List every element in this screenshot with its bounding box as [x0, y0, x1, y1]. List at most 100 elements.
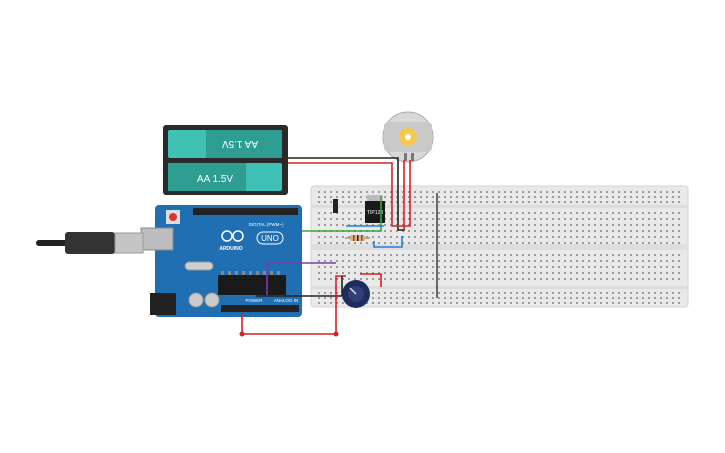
breadboard-hole[interactable]: [660, 230, 662, 232]
breadboard-hole[interactable]: [330, 272, 332, 274]
breadboard-hole[interactable]: [324, 236, 326, 238]
breadboard-hole[interactable]: [642, 218, 644, 220]
breadboard-hole[interactable]: [666, 196, 668, 198]
breadboard-hole[interactable]: [492, 212, 494, 214]
breadboard-hole[interactable]: [630, 254, 632, 256]
breadboard-hole[interactable]: [378, 191, 380, 193]
breadboard-hole[interactable]: [552, 272, 554, 274]
breadboard-hole[interactable]: [630, 191, 632, 193]
breadboard-hole[interactable]: [534, 236, 536, 238]
breadboard-hole[interactable]: [426, 292, 428, 294]
breadboard-hole[interactable]: [642, 196, 644, 198]
breadboard-hole[interactable]: [432, 297, 434, 299]
breadboard-hole[interactable]: [558, 302, 560, 304]
breadboard-hole[interactable]: [618, 272, 620, 274]
breadboard-hole[interactable]: [336, 272, 338, 274]
breadboard-hole[interactable]: [618, 230, 620, 232]
breadboard-hole[interactable]: [636, 272, 638, 274]
breadboard-hole[interactable]: [390, 292, 392, 294]
breadboard-hole[interactable]: [678, 297, 680, 299]
breadboard-hole[interactable]: [354, 260, 356, 262]
breadboard-hole[interactable]: [660, 196, 662, 198]
breadboard-hole[interactable]: [480, 201, 482, 203]
breadboard-hole[interactable]: [396, 191, 398, 193]
breadboard-hole[interactable]: [666, 260, 668, 262]
breadboard-hole[interactable]: [504, 254, 506, 256]
breadboard-hole[interactable]: [336, 266, 338, 268]
breadboard-hole[interactable]: [450, 191, 452, 193]
breadboard-hole[interactable]: [372, 292, 374, 294]
breadboard-hole[interactable]: [390, 196, 392, 198]
breadboard-hole[interactable]: [528, 278, 530, 280]
breadboard-hole[interactable]: [474, 224, 476, 226]
breadboard-hole[interactable]: [552, 242, 554, 244]
breadboard-hole[interactable]: [594, 297, 596, 299]
breadboard-hole[interactable]: [426, 196, 428, 198]
breadboard-hole[interactable]: [378, 272, 380, 274]
breadboard-hole[interactable]: [636, 254, 638, 256]
breadboard-hole[interactable]: [576, 201, 578, 203]
breadboard-hole[interactable]: [420, 230, 422, 232]
breadboard-hole[interactable]: [492, 236, 494, 238]
breadboard-hole[interactable]: [636, 297, 638, 299]
breadboard-hole[interactable]: [474, 254, 476, 256]
breadboard-hole[interactable]: [462, 297, 464, 299]
breadboard-hole[interactable]: [654, 191, 656, 193]
breadboard-hole[interactable]: [486, 218, 488, 220]
breadboard-hole[interactable]: [336, 191, 338, 193]
dc-motor-icon[interactable]: [382, 111, 434, 163]
breadboard-hole[interactable]: [606, 196, 608, 198]
breadboard-hole[interactable]: [672, 254, 674, 256]
breadboard-hole[interactable]: [576, 260, 578, 262]
breadboard-hole[interactable]: [462, 201, 464, 203]
breadboard-hole[interactable]: [654, 260, 656, 262]
breadboard-hole[interactable]: [642, 292, 644, 294]
breadboard-hole[interactable]: [630, 218, 632, 220]
breadboard-hole[interactable]: [540, 230, 542, 232]
breadboard-hole[interactable]: [612, 196, 614, 198]
breadboard-hole[interactable]: [666, 218, 668, 220]
breadboard-hole[interactable]: [396, 254, 398, 256]
breadboard-hole[interactable]: [426, 266, 428, 268]
breadboard-hole[interactable]: [348, 266, 350, 268]
breadboard-hole[interactable]: [624, 302, 626, 304]
breadboard-hole[interactable]: [576, 212, 578, 214]
breadboard-hole[interactable]: [444, 212, 446, 214]
breadboard-hole[interactable]: [342, 212, 344, 214]
breadboard-hole[interactable]: [366, 278, 368, 280]
breadboard-hole[interactable]: [474, 230, 476, 232]
breadboard-hole[interactable]: [678, 260, 680, 262]
breadboard-hole[interactable]: [360, 224, 362, 226]
breadboard-hole[interactable]: [660, 212, 662, 214]
breadboard-hole[interactable]: [432, 260, 434, 262]
breadboard-hole[interactable]: [516, 297, 518, 299]
breadboard-hole[interactable]: [540, 302, 542, 304]
breadboard-hole[interactable]: [504, 236, 506, 238]
breadboard-hole[interactable]: [570, 212, 572, 214]
breadboard-hole[interactable]: [330, 266, 332, 268]
breadboard-hole[interactable]: [540, 297, 542, 299]
breadboard-hole[interactable]: [624, 224, 626, 226]
breadboard-hole[interactable]: [432, 224, 434, 226]
breadboard-hole[interactable]: [534, 224, 536, 226]
breadboard-hole[interactable]: [522, 218, 524, 220]
breadboard-hole[interactable]: [528, 218, 530, 220]
breadboard-hole[interactable]: [408, 266, 410, 268]
breadboard-hole[interactable]: [558, 196, 560, 198]
breadboard-hole[interactable]: [450, 260, 452, 262]
breadboard-hole[interactable]: [594, 212, 596, 214]
breadboard-hole[interactable]: [336, 224, 338, 226]
breadboard-hole[interactable]: [546, 236, 548, 238]
breadboard-hole[interactable]: [540, 292, 542, 294]
breadboard-hole[interactable]: [492, 201, 494, 203]
breadboard-hole[interactable]: [378, 254, 380, 256]
breadboard-hole[interactable]: [432, 191, 434, 193]
breadboard-hole[interactable]: [582, 218, 584, 220]
breadboard-hole[interactable]: [324, 302, 326, 304]
breadboard-hole[interactable]: [444, 236, 446, 238]
breadboard-hole[interactable]: [606, 278, 608, 280]
breadboard-hole[interactable]: [450, 254, 452, 256]
breadboard-hole[interactable]: [612, 260, 614, 262]
tip120-transistor[interactable]: TIP120: [365, 195, 385, 223]
breadboard-hole[interactable]: [390, 224, 392, 226]
